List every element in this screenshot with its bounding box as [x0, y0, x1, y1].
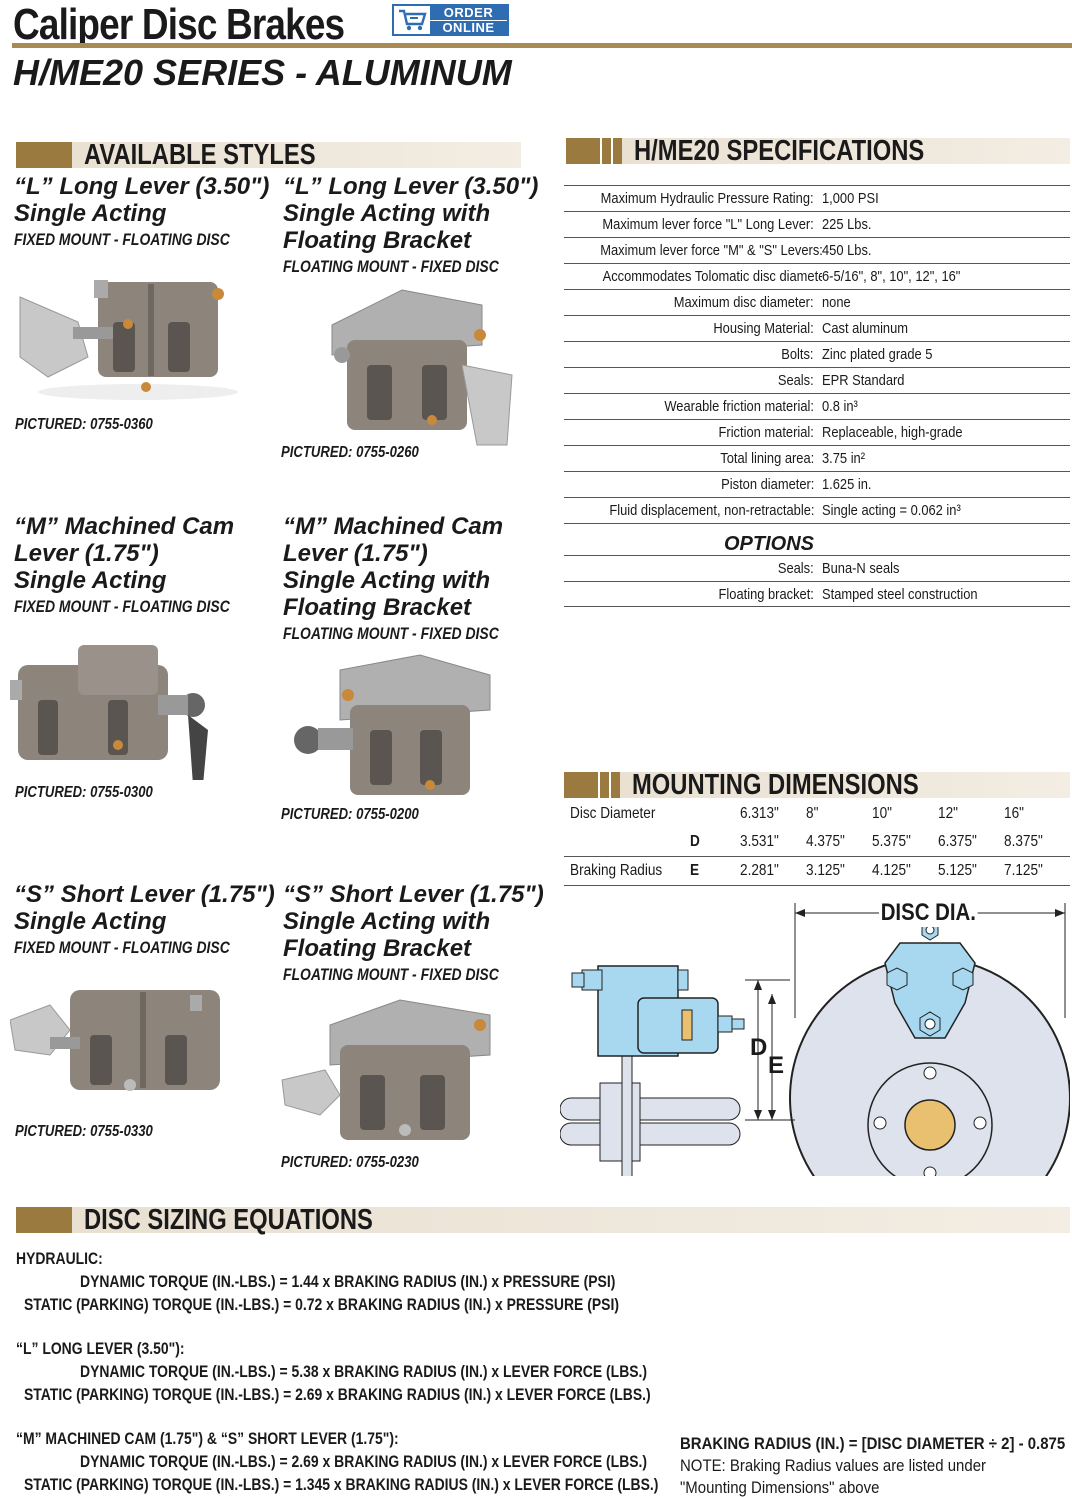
style-heading: “S” Short Lever (1.75")	[14, 881, 275, 908]
note-line: NOTE: Braking Radius values are listed u…	[680, 1456, 987, 1475]
section-title: AVAILABLE STYLES	[84, 139, 316, 171]
pictured-label: PICTURED: 0755-0300	[15, 784, 153, 801]
spec-row: Accommodates Tolomatic disc diameters:6-…	[564, 263, 1070, 289]
pictured-label: PICTURED: 0755-0360	[15, 416, 153, 433]
eq-heading: “L” LONG LEVER (3.50"):	[16, 1339, 185, 1358]
style-s-single: “S” Short Lever (1.75") Single Acting FI…	[14, 881, 277, 959]
title-rule	[12, 43, 1072, 48]
table-row: Braking Radius E 2.281" 3.125" 4.125" 5.…	[564, 857, 1070, 886]
spec-row: Friction material:Replaceable, high-grad…	[564, 419, 1070, 445]
disc-diameter-label: DISC DIA.	[879, 899, 978, 927]
section-available-styles: AVAILABLE STYLES	[16, 139, 521, 171]
table-row: D 3.531" 4.375" 5.375" 6.375" 8.375"	[564, 828, 1070, 857]
eq-line: STATIC (PARKING) TORQUE (IN.-LBS.) = 2.6…	[24, 1385, 651, 1404]
style-heading: “M” Machined Cam	[14, 513, 235, 540]
specs-table: Maximum Hydraulic Pressure Rating:1,000 …	[564, 185, 1070, 607]
caliper-m-single-image	[10, 645, 208, 780]
style-m-single: “M” Machined Cam Lever (1.75") Single Ac…	[14, 513, 277, 618]
style-mount: FLOATING MOUNT - FIXED DISC	[283, 965, 499, 984]
style-heading: Single Acting	[14, 908, 167, 935]
option-row: Floating bracket:Stamped steel construct…	[564, 581, 1070, 607]
section-disc-sizing: DISC SIZING EQUATIONS	[16, 1204, 1070, 1236]
style-heading: “M” Machined Cam	[283, 513, 504, 540]
style-heading: Single Acting	[14, 567, 167, 594]
eq-line: STATIC (PARKING) TORQUE (IN.-LBS.) = 1.3…	[24, 1475, 659, 1494]
table-row: Disc Diameter 6.313" 8" 10" 12" 16"	[570, 805, 1024, 822]
spec-row: Seals:EPR Standard	[564, 367, 1070, 393]
caliper-s-floating-image	[281, 999, 491, 1140]
style-l-floating: “L” Long Lever (3.50") Single Acting wit…	[283, 173, 546, 278]
style-heading: Single Acting with	[283, 567, 491, 594]
spec-row: Fluid displacement, non-retractable:Sing…	[564, 497, 1070, 523]
spec-row: Maximum disc diameter:none	[564, 289, 1070, 315]
caliper-s-single-image	[10, 990, 220, 1091]
spec-row: Housing Material:Cast aluminum	[564, 315, 1070, 341]
note-line: "Mounting Dimensions" above	[680, 1478, 880, 1497]
shopping-cart-icon	[394, 6, 430, 34]
style-mount: FIXED MOUNT - FLOATING DISC	[14, 230, 230, 249]
style-heading: Lever (1.75")	[14, 540, 159, 567]
spec-row: Bolts:Zinc plated grade 5	[564, 341, 1070, 367]
note-formula: BRAKING RADIUS (IN.) = [DISC DIAMETER ÷ …	[680, 1434, 1066, 1453]
eq-heading: HYDRAULIC:	[16, 1249, 103, 1268]
style-mount: FLOATING MOUNT - FIXED DISC	[283, 624, 499, 643]
eq-line: DYNAMIC TORQUE (IN.-LBS.) = 2.69 x BRAKI…	[80, 1452, 648, 1471]
spec-row: Maximum Hydraulic Pressure Rating:1,000 …	[564, 185, 1070, 211]
caliper-l-floating-image	[331, 289, 513, 446]
style-m-floating: “M” Machined Cam Lever (1.75") Single Ac…	[283, 513, 546, 645]
style-mount: FIXED MOUNT - FLOATING DISC	[14, 597, 230, 616]
style-heading: Floating Bracket	[283, 227, 472, 254]
style-mount: FIXED MOUNT - FLOATING DISC	[14, 938, 230, 957]
style-heading: Floating Bracket	[283, 935, 472, 962]
style-heading: “S” Short Lever (1.75")	[283, 881, 544, 908]
caliper-l-single-image	[19, 280, 238, 400]
options-heading: OPTIONS	[564, 523, 1070, 555]
spec-row: Total lining area:3.75 in²	[564, 445, 1070, 471]
pictured-label: PICTURED: 0755-0260	[281, 444, 419, 461]
style-s-floating: “S” Short Lever (1.75") Single Acting wi…	[283, 881, 546, 986]
style-heading: Single Acting with	[283, 908, 491, 935]
online-label: ONLINE	[430, 20, 507, 35]
section-mounting-dimensions: MOUNTING DIMENSIONS	[564, 769, 1070, 801]
eq-heading: “M” MACHINED CAM (1.75") & “S” SHORT LEV…	[16, 1429, 399, 1448]
section-specifications: H/ME20 SPECIFICATIONS	[566, 135, 1070, 167]
pictured-label: PICTURED: 0755-0230	[281, 1154, 419, 1171]
eq-line: STATIC (PARKING) TORQUE (IN.-LBS.) = 0.7…	[24, 1295, 619, 1314]
order-label: ORDER	[430, 6, 507, 20]
spec-row: Maximum lever force "M" & "S" Levers:450…	[564, 237, 1070, 263]
section-title: H/ME20 SPECIFICATIONS	[634, 135, 925, 167]
page-subtitle: H/ME20 SERIES - ALUMINUM	[13, 52, 512, 93]
eq-line: DYNAMIC TORQUE (IN.-LBS.) = 5.38 x BRAKI…	[80, 1362, 648, 1381]
style-heading: “L” Long Lever (3.50")	[283, 173, 539, 200]
dimension-e-label: E	[768, 1052, 785, 1079]
caliper-m-floating-image	[294, 654, 491, 795]
option-row: Seals:Buna-N seals	[564, 555, 1070, 581]
braking-radius-note: BRAKING RADIUS (IN.) = [DISC DIAMETER ÷ …	[680, 1433, 1072, 1497]
eq-line: DYNAMIC TORQUE (IN.-LBS.) = 1.44 x BRAKI…	[80, 1272, 616, 1291]
pictured-label: PICTURED: 0755-0330	[15, 1123, 153, 1140]
style-heading: Floating Bracket	[283, 594, 472, 621]
order-online-button[interactable]: ORDER ONLINE	[392, 4, 509, 36]
style-heading: Lever (1.75")	[283, 540, 428, 567]
spec-row: Piston diameter:1.625 in.	[564, 471, 1070, 497]
style-heading: “L” Long Lever (3.50")	[14, 173, 270, 200]
style-heading: Single Acting	[14, 200, 167, 227]
mounting-diagram	[560, 903, 1070, 1176]
section-title: DISC SIZING EQUATIONS	[84, 1204, 373, 1236]
dimension-d-label: D	[750, 1034, 768, 1061]
section-title: MOUNTING DIMENSIONS	[632, 769, 919, 801]
style-l-single: “L” Long Lever (3.50") Single Acting FIX…	[14, 173, 277, 251]
spec-row: Maximum lever force "L" Long Lever:225 L…	[564, 211, 1070, 237]
pictured-label: PICTURED: 0755-0200	[281, 806, 419, 823]
style-heading: Single Acting with	[283, 200, 491, 227]
page-title: Caliper Disc Brakes	[13, 0, 345, 49]
mounting-table: Disc Diameter 6.313" 8" 10" 12" 16" D 3.…	[564, 800, 1070, 886]
spec-row: Wearable friction material:0.8 in³	[564, 393, 1070, 419]
style-mount: FLOATING MOUNT - FIXED DISC	[283, 257, 499, 276]
